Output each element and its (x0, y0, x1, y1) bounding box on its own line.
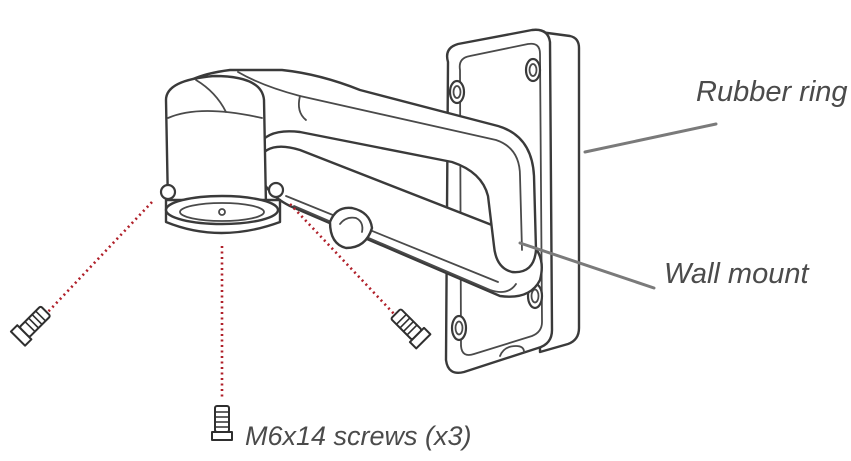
hex-bolt-icon (9, 305, 51, 347)
rubber-ring-leader (583, 122, 718, 154)
mount-arm (159, 68, 543, 298)
collar-opening (164, 194, 280, 226)
mounting-hole-bottom-left (450, 314, 468, 342)
mounting-hole-top-right (524, 57, 542, 83)
screw-path-right (289, 203, 397, 317)
screw-paths (45, 201, 397, 400)
screw-path-left (45, 201, 153, 315)
cable-latch (328, 206, 374, 250)
wall-plate-rim (458, 42, 543, 356)
hex-bolt-icon (390, 308, 432, 350)
screws-label: M6x14 screws (x3) (245, 421, 472, 451)
wall-mount-label: Wall mount (664, 258, 809, 290)
arm-head (164, 74, 268, 208)
rubber-ring-label: Rubber ring (696, 76, 848, 108)
set-screw-boss-right (267, 181, 285, 199)
mounting-hole-top-left (448, 79, 466, 105)
set-screw-boss-left (159, 183, 177, 201)
hex-bolt-icon (211, 405, 233, 441)
wall-mount-leader (518, 241, 656, 290)
